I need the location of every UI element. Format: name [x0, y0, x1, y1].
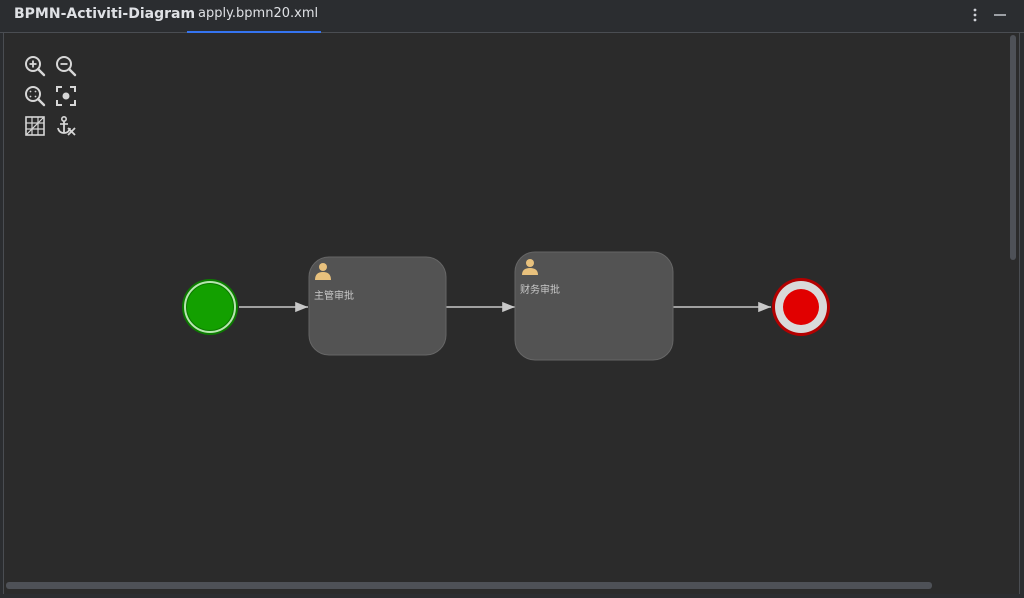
start-event[interactable]	[182, 279, 238, 335]
tab-selected-indicator	[187, 31, 321, 34]
tool-window-title: BPMN-Activiti-Diagram	[14, 6, 196, 22]
more-options-button[interactable]	[964, 4, 986, 26]
anchor-icon	[57, 115, 76, 136]
zoom-in-button[interactable]	[23, 54, 47, 78]
grid-icon	[25, 116, 45, 136]
zoom-reset-button[interactable]	[23, 84, 47, 108]
user-icon	[522, 259, 538, 275]
zoom-reset-icon	[25, 86, 46, 107]
zoom-out-button[interactable]	[54, 54, 78, 78]
minimize-icon	[994, 14, 1006, 16]
tool-window-header: BPMN-Activiti-Diagram apply.bpmn20.xml	[0, 0, 1024, 34]
anchor-button[interactable]	[54, 114, 78, 138]
zoom-in-icon	[25, 56, 46, 77]
user-icon	[315, 263, 331, 280]
bpmn-diagram	[182, 251, 830, 361]
horizontal-scrollbar[interactable]	[6, 582, 932, 589]
vertical-scrollbar[interactable]	[1010, 35, 1016, 260]
minimize-button[interactable]	[989, 4, 1011, 26]
user-task[interactable]	[514, 251, 674, 361]
fit-view-button[interactable]	[54, 84, 78, 108]
zoom-out-icon	[56, 56, 77, 77]
grid-toggle-button[interactable]	[23, 114, 47, 138]
more-vertical-icon	[973, 8, 977, 22]
fit-view-icon	[56, 86, 76, 106]
tab-label: apply.bpmn20.xml	[198, 6, 319, 21]
user-task[interactable]	[308, 256, 447, 356]
diagram-canvas[interactable]: 主管审批 财务审批	[3, 33, 1020, 594]
bottom-border	[0, 594, 1024, 598]
tab-apply-bpmn20-xml[interactable]: apply.bpmn20.xml	[187, 0, 321, 34]
task-label: 财务审批	[520, 285, 560, 296]
task-label: 主管审批	[314, 291, 354, 302]
end-event[interactable]	[772, 278, 830, 336]
